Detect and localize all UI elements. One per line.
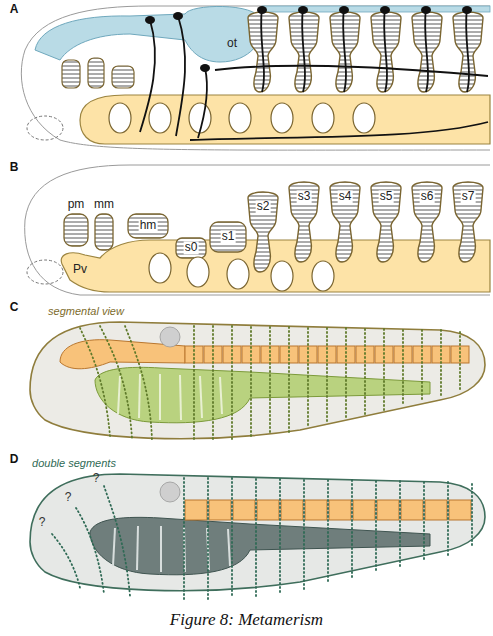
panel-c (30, 322, 485, 440)
somite-label: s0 (184, 241, 199, 254)
question-mark: ? (92, 472, 101, 485)
somite-label: s4 (338, 190, 353, 203)
somite-label: hm (139, 219, 158, 232)
figure-caption: Figure 8: Metamerism (0, 610, 493, 630)
somite-label: s5 (379, 190, 394, 203)
question-mark: ? (64, 491, 73, 504)
panel-d (30, 474, 485, 602)
panel-letter: A (9, 3, 20, 16)
panel-letter: B (9, 161, 20, 174)
somite-label: s2 (256, 200, 271, 213)
panel-letter: D (9, 453, 20, 466)
somite-label: s6 (420, 190, 435, 203)
structure-label: Pv (72, 263, 88, 276)
somite-label: s7 (461, 190, 476, 203)
question-mark: ? (38, 516, 47, 529)
somite-label: s3 (297, 190, 312, 203)
panel-a (21, 6, 490, 150)
somite-label: s1 (221, 230, 236, 243)
structure-label: mm (93, 198, 115, 211)
panel-b (25, 165, 490, 295)
panel-letter: C (9, 301, 20, 314)
structure-label: ot (226, 37, 238, 50)
structure-label: pm (67, 198, 86, 211)
panel-title: double segments (31, 457, 117, 469)
panel-title: segmental view (47, 305, 125, 317)
